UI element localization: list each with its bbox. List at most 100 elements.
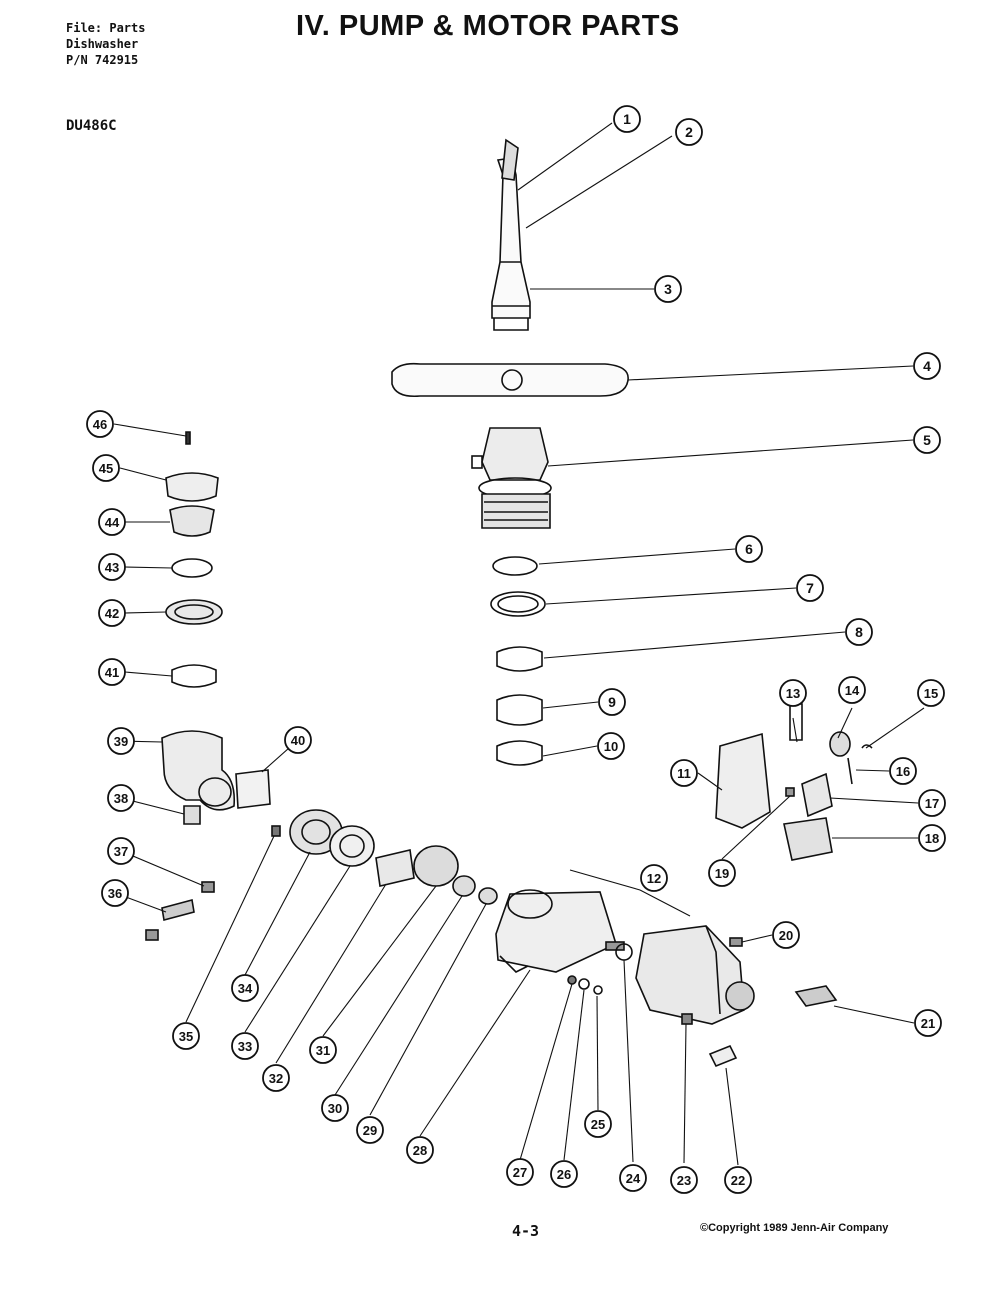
callout-label: 32	[269, 1071, 283, 1086]
callout-circle	[321, 1094, 349, 1122]
callout-40: 40	[284, 726, 312, 754]
callout-label: 42	[105, 606, 119, 621]
callout-label: 45	[99, 461, 113, 476]
callout-circle	[262, 1064, 290, 1092]
callout-39: 39	[107, 727, 135, 755]
callout-15: 15	[917, 679, 945, 707]
nut-part	[567, 975, 577, 985]
callout-44: 44	[98, 508, 126, 536]
cap-part	[165, 472, 219, 502]
spring-part	[161, 899, 195, 921]
callout-label: 28	[413, 1143, 427, 1158]
callout-33: 33	[231, 1032, 259, 1060]
pump-cover-part	[413, 845, 459, 887]
callout-43: 43	[98, 553, 126, 581]
callout-circle	[98, 553, 126, 581]
callout-label: 24	[626, 1171, 641, 1186]
ring-part	[490, 591, 546, 617]
callout-circle	[92, 454, 120, 482]
callout-38: 38	[107, 784, 135, 812]
clip-part	[861, 744, 873, 749]
callout-label: 40	[291, 733, 305, 748]
callout-label: 16	[896, 764, 910, 779]
inlet-elbow-part	[161, 730, 236, 811]
pump-body-part	[495, 889, 617, 973]
callout-circle	[724, 1166, 752, 1194]
callout-label: 34	[238, 981, 253, 996]
callout-label: 3	[664, 281, 672, 297]
callout-27: 27	[506, 1158, 534, 1186]
spring-part	[847, 757, 853, 785]
callout-41: 41	[98, 658, 126, 686]
callout-circle	[309, 1036, 337, 1064]
callout-5: 5	[913, 426, 941, 454]
callout-label: 33	[238, 1039, 252, 1054]
callout-31: 31	[309, 1036, 337, 1064]
callout-4: 4	[913, 352, 941, 380]
callout-label: 11	[677, 766, 691, 781]
callout-circle	[231, 1032, 259, 1060]
screw-part	[785, 787, 795, 797]
callout-circle	[779, 679, 807, 707]
callout-circle	[584, 1110, 612, 1138]
callout-label: 1	[623, 111, 631, 127]
callout-label: 44	[105, 515, 120, 530]
sleeve-part	[496, 694, 543, 726]
callout-label: 5	[923, 432, 931, 448]
callout-42: 42	[98, 599, 126, 627]
file-line: File: Parts	[66, 21, 146, 35]
callout-28: 28	[406, 1136, 434, 1164]
callout-circle	[284, 726, 312, 754]
screw-part	[185, 431, 191, 445]
callout-circle	[597, 732, 625, 760]
callout-circle	[98, 658, 126, 686]
callout-label: 43	[105, 560, 119, 575]
callout-11: 11	[670, 759, 698, 787]
callout-circle	[918, 789, 946, 817]
ring-part	[496, 646, 543, 672]
washer-part	[593, 985, 603, 995]
callout-circle	[506, 1158, 534, 1186]
callout-12: 12	[640, 864, 668, 892]
ring-part	[492, 556, 538, 576]
callout-45: 45	[92, 454, 120, 482]
callout-label: 14	[845, 683, 860, 698]
callout-label: 20	[779, 928, 793, 943]
callout-label: 25	[591, 1117, 605, 1132]
callout-circle	[101, 879, 129, 907]
spray-arm-part	[391, 362, 629, 398]
callout-19: 19	[708, 859, 736, 887]
callout-circle	[796, 574, 824, 602]
callout-1: 1	[613, 105, 641, 133]
callout-circle	[107, 784, 135, 812]
callout-23: 23	[670, 1166, 698, 1194]
callout-label: 37	[114, 844, 128, 859]
actuator-part	[801, 772, 833, 818]
capacitor-part	[794, 985, 838, 1007]
file-info: File: Parts Dishwasher P/N 742915	[66, 20, 145, 68]
file-line: P/N 742915	[66, 53, 139, 67]
callout-circle	[708, 859, 736, 887]
callout-label: 36	[108, 886, 122, 901]
callout-label: 2	[685, 124, 693, 140]
callout-label: 35	[179, 1029, 193, 1044]
clamp-part	[171, 664, 217, 688]
callout-circle	[772, 921, 800, 949]
callout-6: 6	[735, 535, 763, 563]
callout-label: 19	[715, 866, 729, 881]
callout-circle	[654, 275, 682, 303]
callout-label: 38	[114, 791, 128, 806]
copyright-notice: ©Copyright 1989 Jenn-Air Company	[700, 1222, 889, 1234]
callout-22: 22	[724, 1166, 752, 1194]
cam-part	[829, 731, 851, 757]
callout-circle	[172, 1022, 200, 1050]
callout-circle	[675, 118, 703, 146]
callout-circle	[838, 676, 866, 704]
callout-circle	[845, 618, 873, 646]
screw-part	[271, 825, 281, 837]
spray-tube-part	[491, 138, 531, 331]
callout-46: 46	[86, 410, 114, 438]
callout-37: 37	[107, 837, 135, 865]
